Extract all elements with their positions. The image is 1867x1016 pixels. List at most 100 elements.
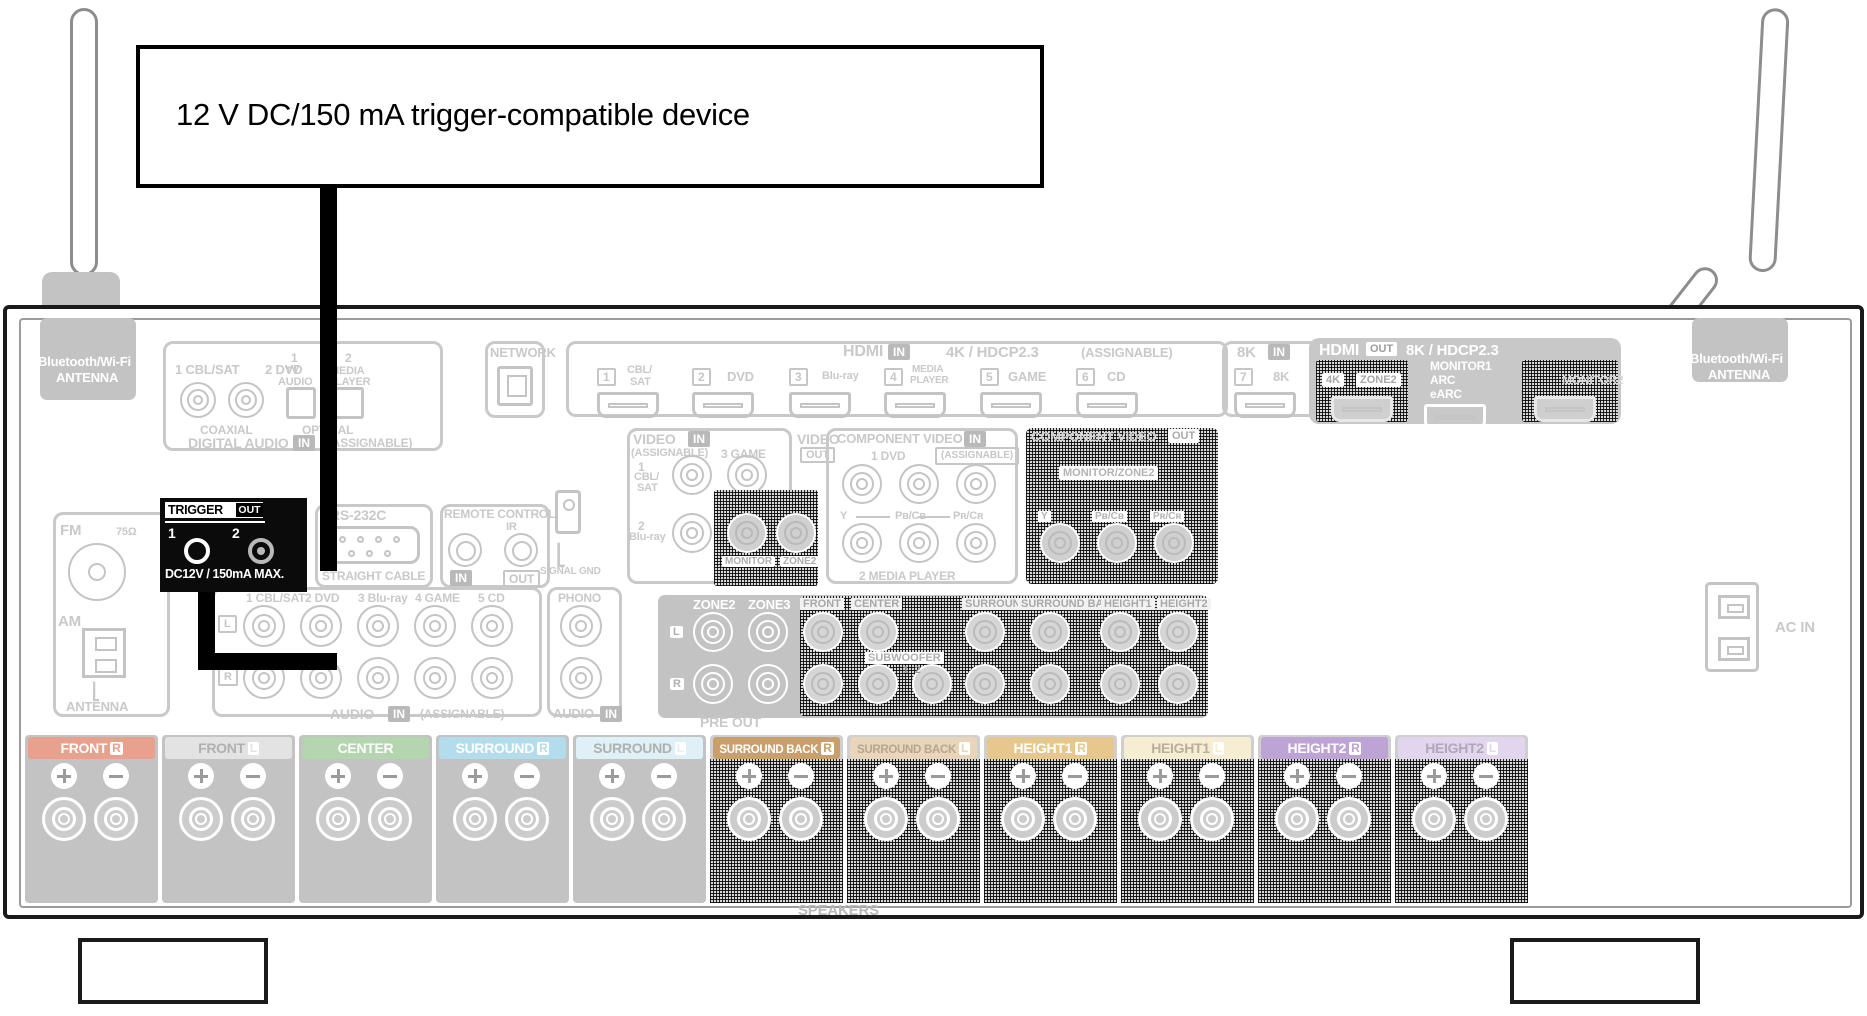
remote-ir-out-jack[interactable] <box>504 533 538 567</box>
audio-in-jack-5-l[interactable] <box>471 605 513 647</box>
audio-in-port-5: 5 CD <box>478 591 505 605</box>
pre-out-height1-jack-r[interactable] <box>1100 664 1140 704</box>
component-in-pr-jack-1[interactable] <box>956 464 996 504</box>
hdmi-out-port-zone2[interactable] <box>1331 396 1393 422</box>
speaker-binding-post[interactable] <box>231 797 275 841</box>
hdmi-in-port-3[interactable] <box>789 392 851 418</box>
phono-jack-l[interactable] <box>560 605 602 647</box>
video-in-jack-2[interactable] <box>672 513 712 553</box>
network-ethernet-jack[interactable] <box>497 366 533 406</box>
component-in-pb-jack-1[interactable] <box>899 464 939 504</box>
speaker-binding-post[interactable] <box>1053 797 1097 841</box>
fm-antenna-jack[interactable] <box>68 543 126 601</box>
speaker-binding-post[interactable] <box>727 797 771 841</box>
component-in-pr-jack-2[interactable] <box>956 523 996 563</box>
trigger-out-block[interactable]: TRIGGER OUT 1 2 DC12V / 150mA MAX. <box>160 498 307 592</box>
hdmi-in-port-2[interactable] <box>692 392 754 418</box>
audio-in-jack-4-r[interactable] <box>414 657 456 699</box>
pre-out-surround-back-jack-l[interactable] <box>1030 612 1070 652</box>
pre-out-surround-jack-r[interactable] <box>965 664 1005 704</box>
hdmi-out-monitor1-l3: eARC <box>1430 387 1462 401</box>
speaker-binding-post[interactable] <box>1464 797 1508 841</box>
component-in-y-jack-2[interactable] <box>842 523 882 563</box>
pre-out-zone2-jack-r[interactable] <box>693 664 733 704</box>
speaker-binding-post[interactable] <box>179 797 223 841</box>
component-out-pb-jack[interactable] <box>1097 523 1137 563</box>
pre-out-zone3-jack-r[interactable] <box>748 664 788 704</box>
remote-out-tag: OUT <box>503 570 541 588</box>
pre-out-zone3-jack-l[interactable] <box>748 612 788 652</box>
pre-out-sub-jack-2[interactable] <box>912 664 952 704</box>
speaker-binding-post[interactable] <box>916 797 960 841</box>
optical-jack-2[interactable] <box>334 387 364 419</box>
coaxial-jack-2[interactable] <box>228 382 264 418</box>
speaker-binding-post[interactable] <box>1001 797 1045 841</box>
speaker-binding-post[interactable] <box>316 797 360 841</box>
component-out-signal-pr: Pʀ/Cʀ <box>1150 511 1185 522</box>
speaker-binding-post[interactable] <box>1327 797 1371 841</box>
speaker-binding-post[interactable] <box>1412 797 1456 841</box>
speaker-binding-post[interactable] <box>590 797 634 841</box>
component-in-pb-jack-2[interactable] <box>899 523 939 563</box>
speaker-binding-post[interactable] <box>453 797 497 841</box>
speaker-binding-post[interactable] <box>94 797 138 841</box>
signal-gnd-terminal[interactable] <box>555 490 581 534</box>
optical-jack-1[interactable] <box>286 387 316 419</box>
component-in-y-jack-1[interactable] <box>842 464 882 504</box>
component-signal-pr: Pʀ/Cʀ <box>953 510 984 522</box>
hdmi-in-assignable: (ASSIGNABLE) <box>1081 345 1173 360</box>
hdmi-8k-port-7[interactable] <box>1234 392 1296 418</box>
pre-out-height2-jack-r[interactable] <box>1158 664 1198 704</box>
audio-in-jack-3-r[interactable] <box>357 657 399 699</box>
hdmi-in-port-5[interactable] <box>980 392 1042 418</box>
hdmi-in-port-1[interactable] <box>597 392 659 418</box>
speaker-binding-post[interactable] <box>1275 797 1319 841</box>
pre-out-surround-back-jack-r[interactable] <box>1030 664 1070 704</box>
component-out-pr-jack[interactable] <box>1154 523 1194 563</box>
speaker-plus-icon <box>462 763 488 789</box>
am-antenna-terminal[interactable] <box>82 628 126 678</box>
speaker-binding-post[interactable] <box>505 797 549 841</box>
hdmi-out-port-monitor2[interactable] <box>1534 396 1596 422</box>
pre-out-sub-jack-1[interactable] <box>858 664 898 704</box>
hdmi-in-port-4[interactable] <box>884 392 946 418</box>
pre-out-height1-jack-l[interactable] <box>1100 612 1140 652</box>
speaker-binding-post[interactable] <box>1138 797 1182 841</box>
component-out-y-jack[interactable] <box>1040 523 1080 563</box>
speaker-plus-icon <box>51 763 77 789</box>
coaxial-jack-1[interactable] <box>180 382 216 418</box>
pre-out-front-jack-l[interactable] <box>803 612 843 652</box>
audio-in-jack-5-r[interactable] <box>471 657 513 699</box>
pre-out-front-jack-r[interactable] <box>803 664 843 704</box>
pre-out-height2-jack-l[interactable] <box>1158 612 1198 652</box>
speaker-binding-post[interactable] <box>368 797 412 841</box>
ac-inlet[interactable] <box>1705 582 1759 672</box>
audio-in-jack-1-l[interactable] <box>243 605 285 647</box>
optical-2-line1: MEDIA <box>330 365 365 377</box>
audio-in-jack-4-l[interactable] <box>414 605 456 647</box>
hdmi-out-port-monitor1[interactable] <box>1424 404 1486 430</box>
speaker-binding-post[interactable] <box>642 797 686 841</box>
video-out-jack-zone2[interactable] <box>776 513 816 553</box>
binding-post-ring <box>515 807 539 831</box>
audio-in-jack-3-l[interactable] <box>357 605 399 647</box>
trigger-jack-2[interactable] <box>248 538 274 564</box>
speaker-binding-post[interactable] <box>779 797 823 841</box>
pre-out-surround-jack-l[interactable] <box>965 612 1005 652</box>
remote-ir-in-jack[interactable] <box>448 533 482 567</box>
speaker-binding-post[interactable] <box>1190 797 1234 841</box>
speaker-binding-post[interactable] <box>42 797 86 841</box>
video-in-jack-3[interactable] <box>727 455 767 495</box>
hdmi-in-port-6[interactable] <box>1076 392 1138 418</box>
audio-in-jack-2-l[interactable] <box>300 605 342 647</box>
speaker-binding-post[interactable] <box>864 797 908 841</box>
audio-in-group-assignable: (ASSIGNABLE) <box>420 707 505 721</box>
rs232c-dsub-connector[interactable] <box>326 526 420 564</box>
video-in-jack-1[interactable] <box>672 455 712 495</box>
pre-out-zone2-jack-l[interactable] <box>693 612 733 652</box>
pre-out-center-jack[interactable] <box>858 612 898 652</box>
phono-jack-r[interactable] <box>560 657 602 699</box>
trigger-jack-1[interactable] <box>184 538 210 564</box>
video-out-jack-monitor[interactable] <box>727 513 767 553</box>
